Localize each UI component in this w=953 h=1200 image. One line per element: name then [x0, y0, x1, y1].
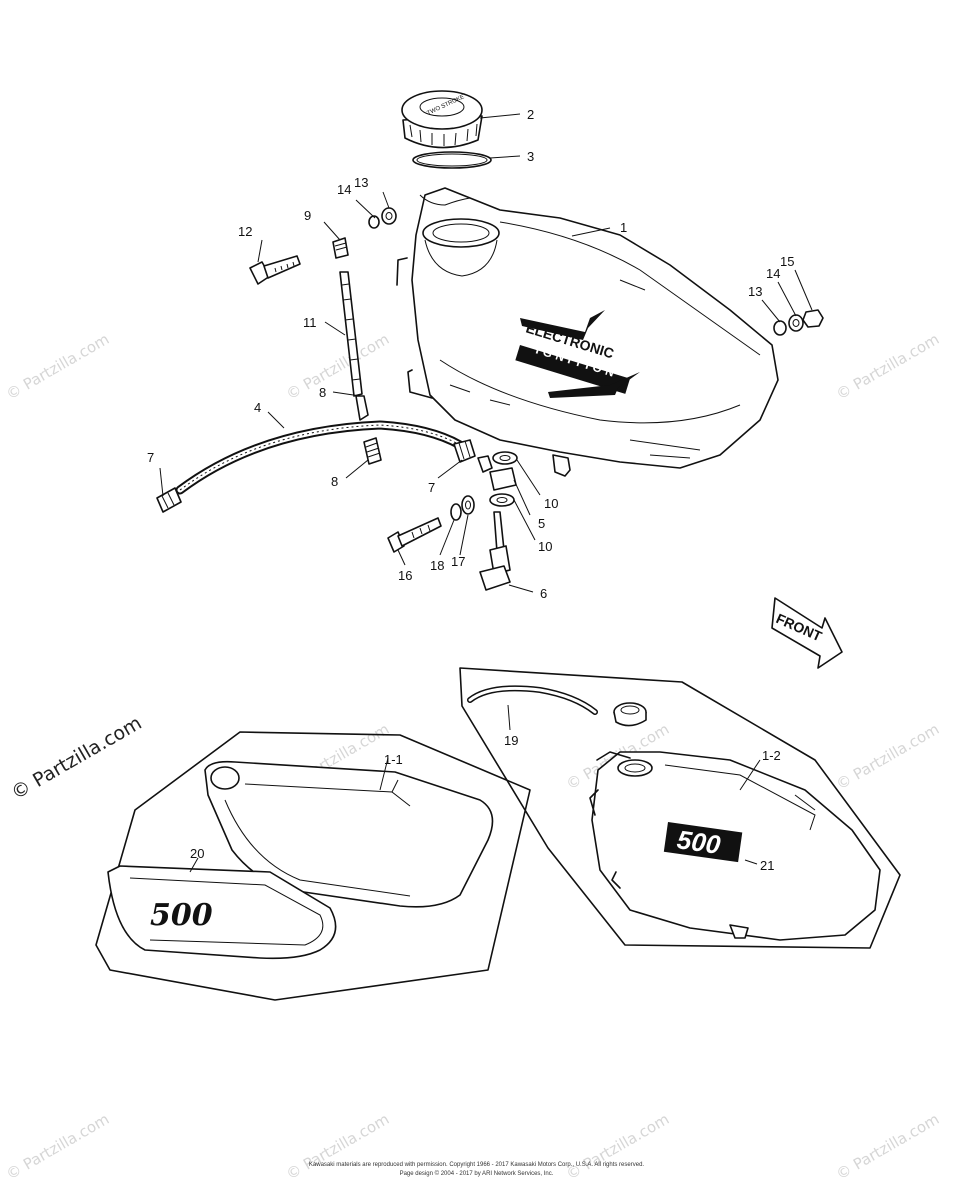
variant-panel-left: 500 — [95, 731, 531, 1001]
callout-4: 4 — [254, 400, 261, 415]
callout-18: 18 — [430, 558, 444, 573]
leader-lines — [159, 113, 813, 593]
callout-20: 20 — [190, 846, 204, 861]
fuel-line — [156, 420, 476, 513]
callout-12: 12 — [238, 224, 252, 239]
callout-14: 14 — [766, 266, 780, 281]
watermark-large: © Partzilla.com — [8, 712, 146, 804]
callout-16: 16 — [398, 568, 412, 583]
front-arrow: FRONT — [771, 597, 843, 669]
watermark: © Partzilla.com — [3, 330, 112, 403]
callout-10: 10 — [538, 539, 552, 554]
callout-21: 21 — [760, 858, 774, 873]
fuel-cap: TWO STROKE — [401, 90, 483, 149]
callout-1-2: 1-2 — [762, 748, 781, 763]
callout-17: 17 — [451, 554, 465, 569]
footer-design: Page design © 2004 - 2017 by ARI Network… — [399, 1171, 554, 1177]
callout-8: 8 — [331, 474, 338, 489]
variant-panel-right: 500 — [459, 667, 901, 949]
fuel-tap — [477, 451, 518, 591]
callout-5: 5 — [538, 516, 545, 531]
callout-10: 10 — [544, 496, 558, 511]
watermark: © Partzilla.com — [833, 330, 942, 403]
callout-11: 11 — [303, 315, 317, 330]
callout-13: 13 — [354, 175, 368, 190]
callout-9: 9 — [304, 208, 311, 223]
watermarks: © Partzilla.com © Partzilla.com © Partzi… — [3, 330, 942, 1183]
callout-19: 19 — [504, 733, 518, 748]
washers-left — [368, 207, 397, 229]
callout-13: 13 — [748, 284, 762, 299]
callout-6: 6 — [540, 586, 547, 601]
callout-7: 7 — [147, 450, 154, 465]
callout-3: 3 — [527, 149, 534, 164]
mount-bolt — [387, 495, 475, 553]
fuel-tank: ELECTRONIC IGNITION — [396, 187, 779, 477]
emblem-left: 500 — [150, 898, 213, 933]
callout-2: 2 — [527, 107, 534, 122]
footer-copyright: Kawasaki materials are reproduced with p… — [308, 1162, 645, 1168]
callout-15: 15 — [780, 254, 794, 269]
callout-8: 8 — [319, 385, 326, 400]
breather-tube — [332, 237, 369, 421]
bolt — [249, 255, 301, 285]
o-ring — [412, 151, 492, 169]
callout-7: 7 — [428, 480, 435, 495]
callout-1-1: 1-1 — [384, 752, 403, 767]
washers-right — [773, 309, 824, 336]
watermark: © Partzilla.com — [833, 720, 942, 793]
emblem-right: 500 — [675, 824, 723, 860]
callout-14: 14 — [337, 182, 351, 197]
callout-1: 1 — [620, 220, 627, 235]
